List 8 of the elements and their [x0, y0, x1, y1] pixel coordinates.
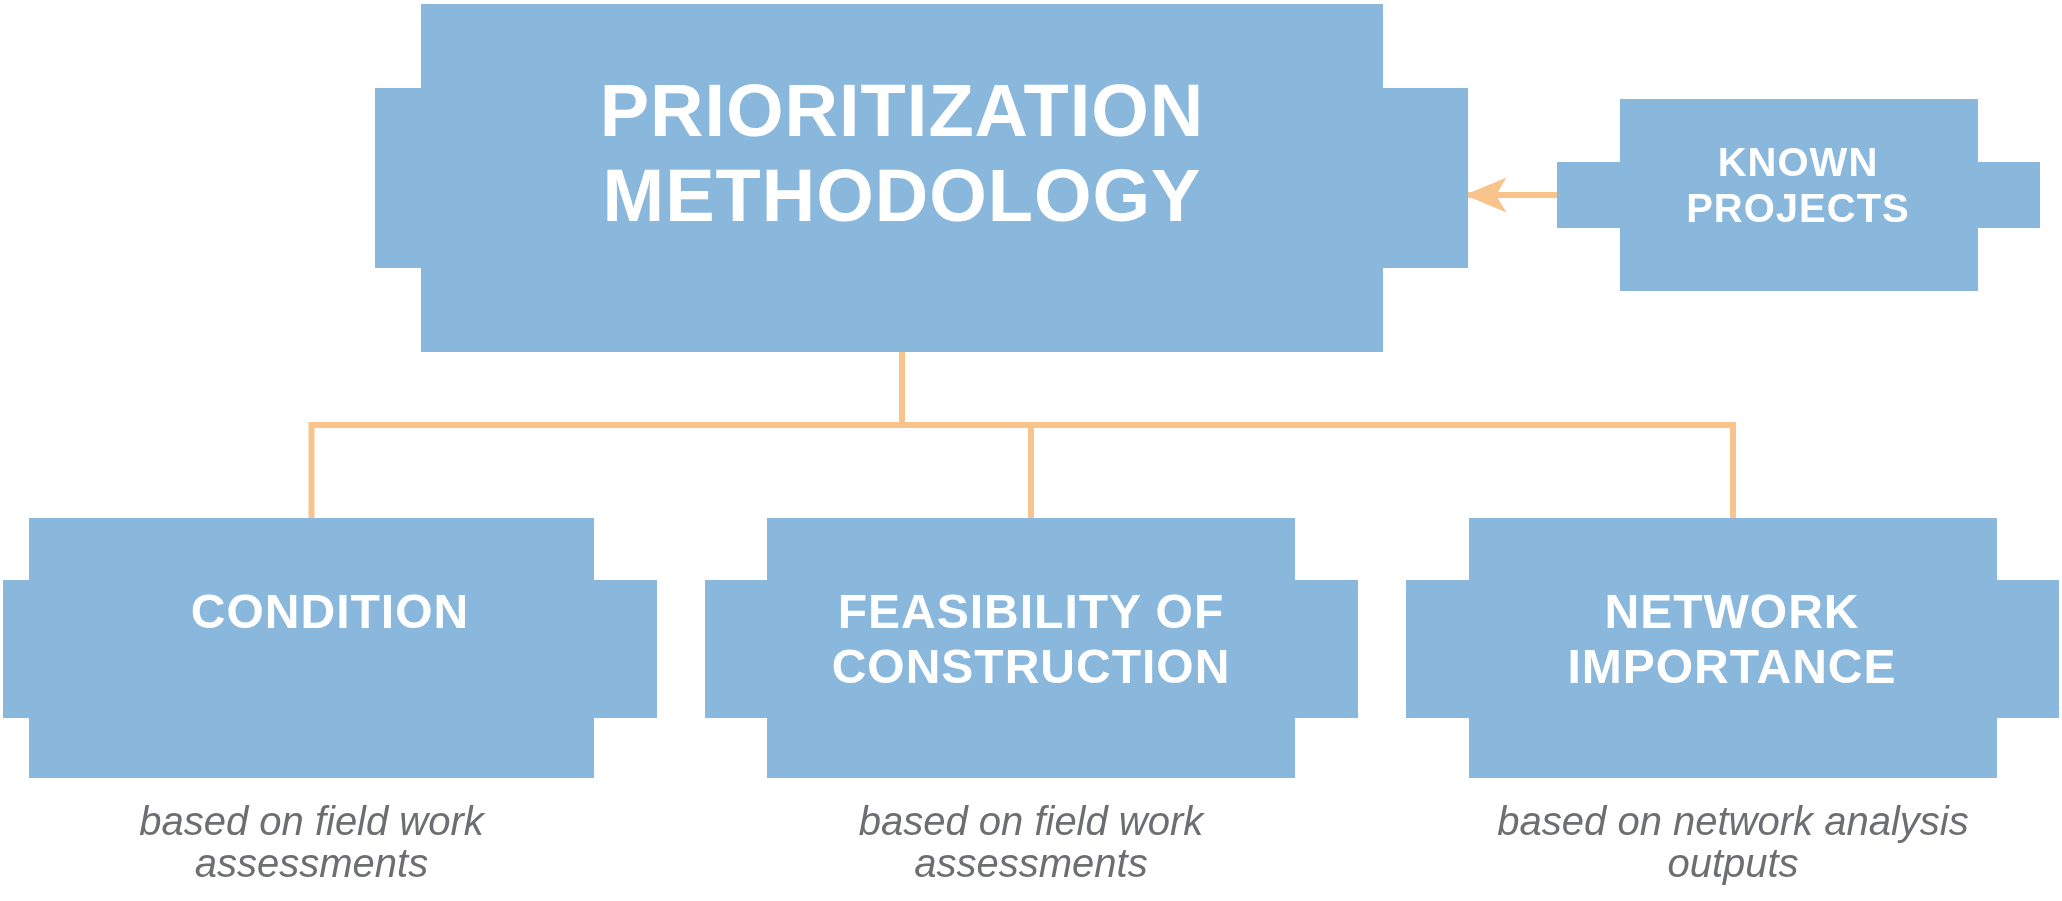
caption-text: based on field work assessments	[138, 800, 486, 884]
node-title: FEASIBILITY OF CONSTRUCTION	[830, 584, 1232, 695]
caption-text: based on field work assessments	[857, 800, 1206, 884]
caption-text: based on network analysis outputs	[1496, 800, 1970, 884]
node-title: CONDITION	[189, 584, 471, 640]
node-title: KNOWN PROJECTS	[1685, 139, 1911, 231]
node-title: NETWORK IMPORTANCE	[1566, 584, 1898, 695]
node-title: PRIORITIZATION METHODOLOGY	[598, 68, 1206, 239]
